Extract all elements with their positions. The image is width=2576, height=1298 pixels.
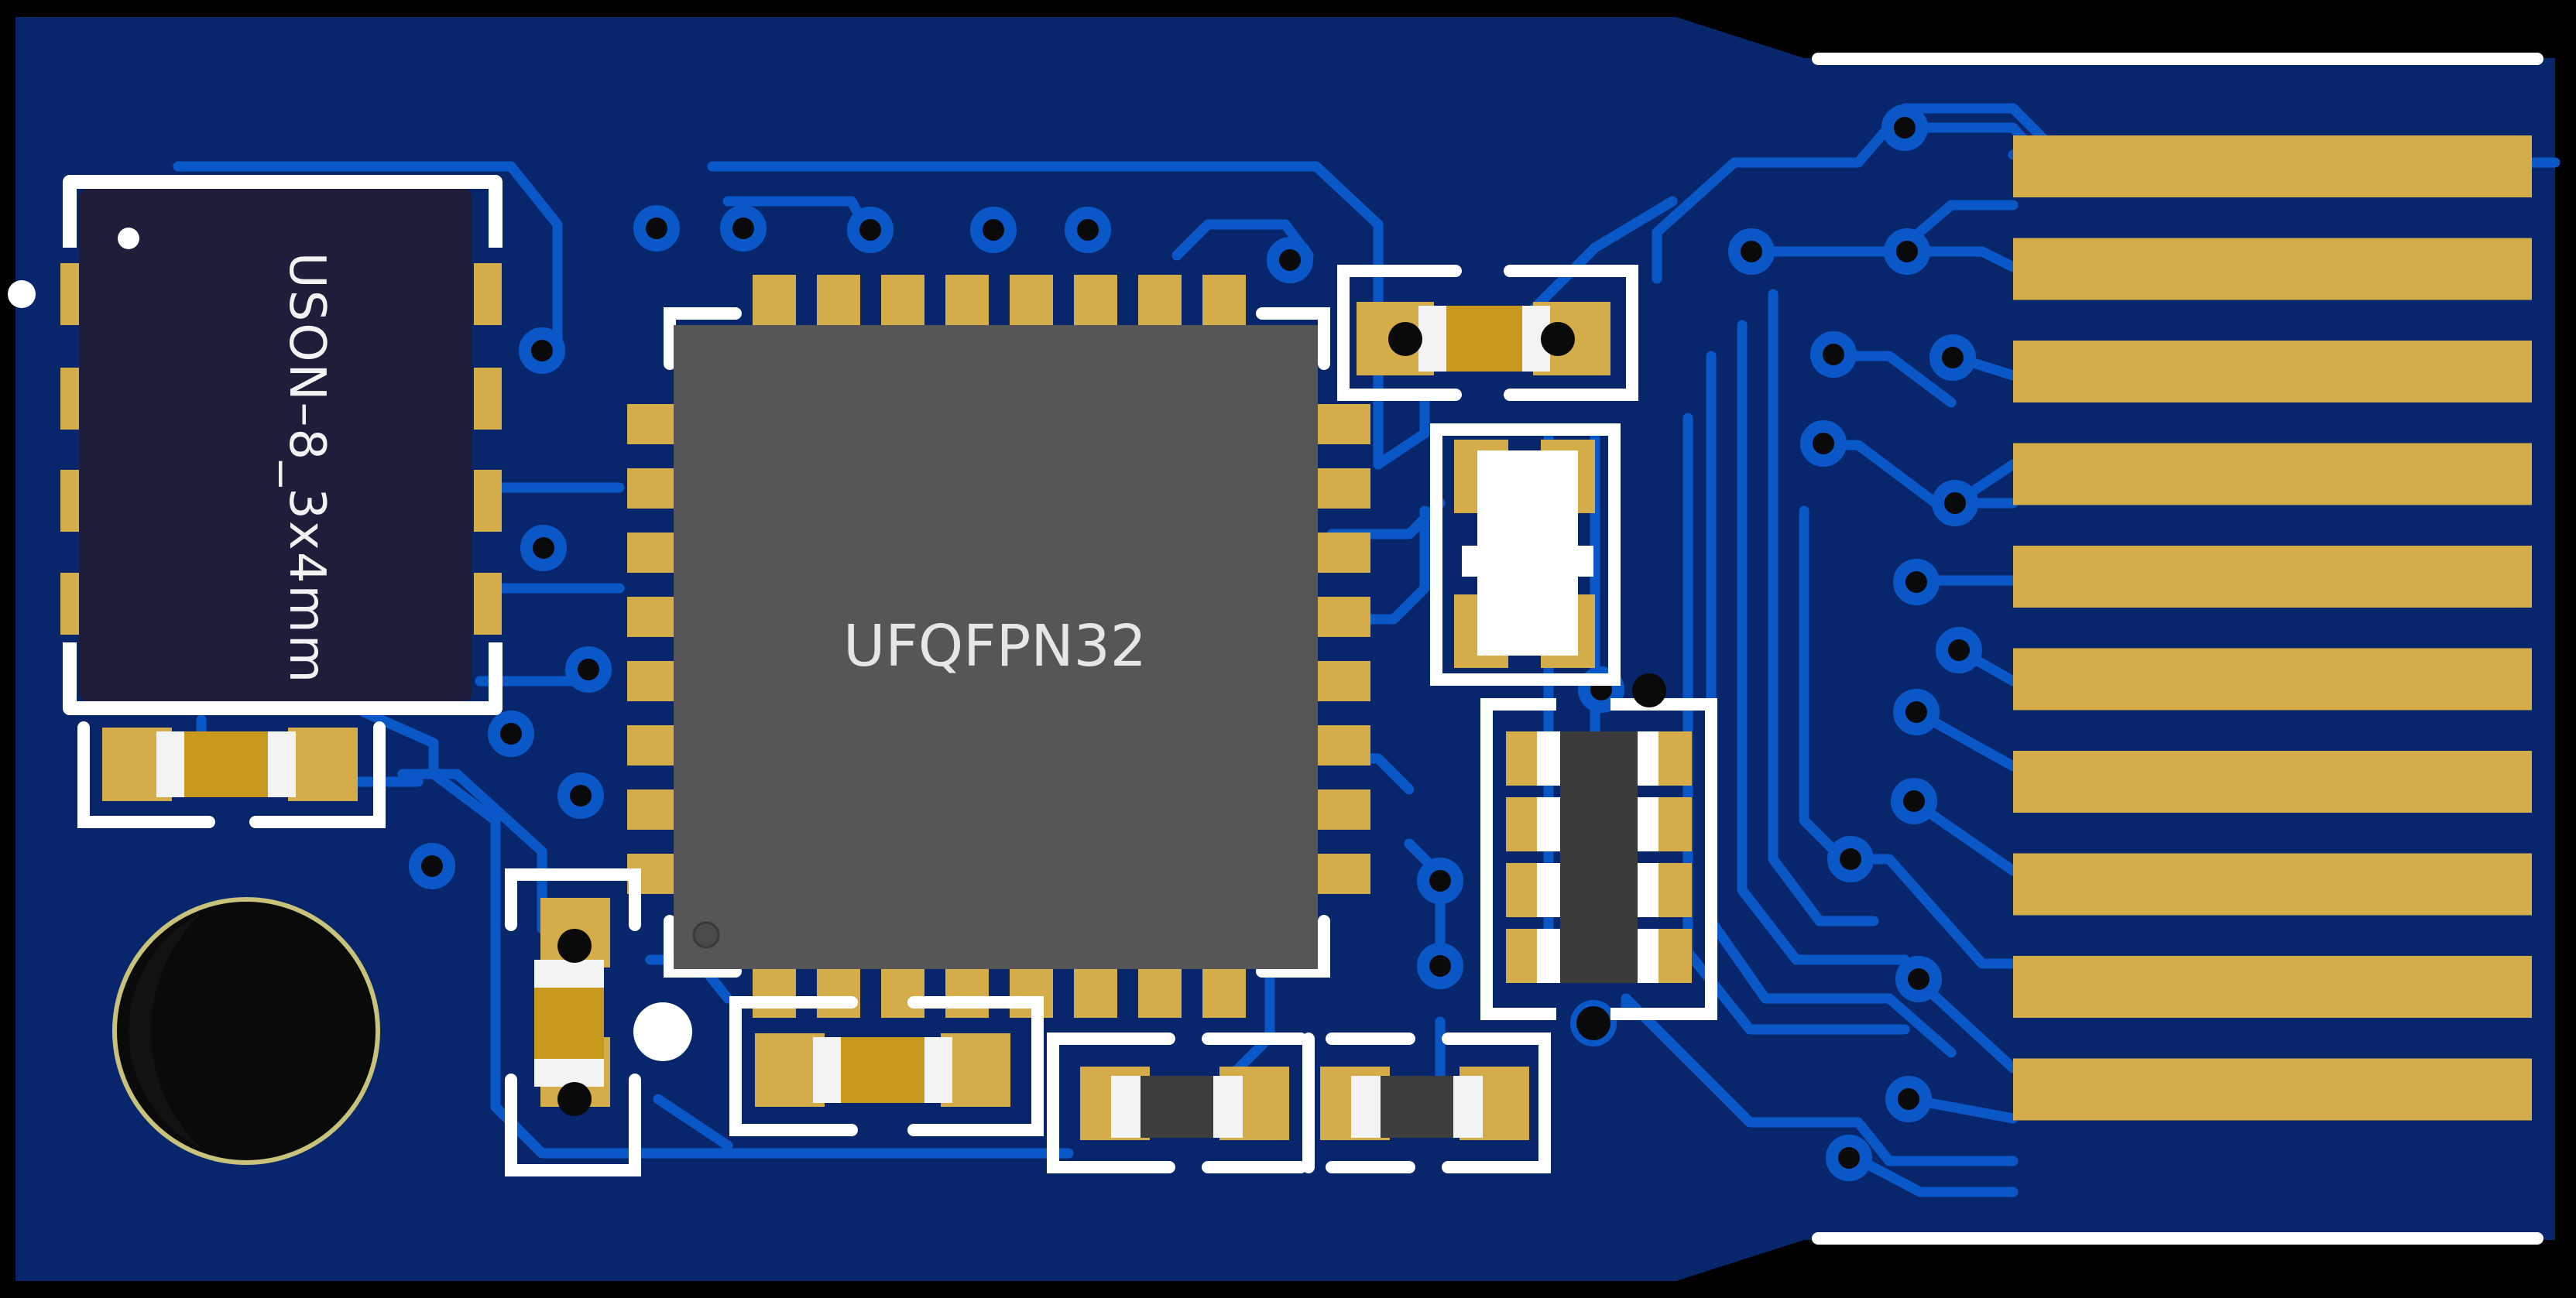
pin1-marker — [118, 228, 139, 249]
edge-contact-10 — [2013, 1058, 2532, 1121]
edge-contact-1 — [2013, 135, 2532, 197]
mounting-hole — [112, 897, 380, 1165]
qfn-silkscreen — [664, 307, 1330, 978]
passive-d1 — [1430, 423, 1621, 686]
vias — [409, 104, 1982, 1181]
passive-c1 — [77, 721, 386, 828]
edge-contact-6 — [2013, 648, 2532, 711]
edge-contact-8 — [2013, 853, 2532, 916]
ic-uson-label: USON–8_3x4mm — [278, 252, 335, 684]
passive-r2 — [1302, 1033, 1551, 1173]
uson-silkscreen — [63, 175, 503, 715]
edge-contact-9 — [2013, 956, 2532, 1018]
edge-contact-5 — [2013, 546, 2532, 608]
edge-contact-7 — [2013, 751, 2532, 813]
via-highlights — [8, 280, 692, 1061]
edge-contact-2 — [2013, 238, 2532, 300]
passive-c4 — [1337, 265, 1638, 401]
edge-connector — [2013, 135, 2532, 1121]
edge-contact-4 — [2013, 443, 2532, 505]
silk-bar-top — [1812, 53, 2543, 65]
resistor-array — [1480, 673, 1717, 1040]
silk-bar-bottom — [1812, 1232, 2543, 1245]
passive-r1 — [1047, 1033, 1307, 1173]
passive-c2 — [505, 868, 641, 1176]
ic-uson-body — [79, 189, 472, 701]
passive-c3 — [729, 996, 1044, 1136]
ic-qfn-label: UFQFPN32 — [843, 613, 1147, 680]
edge-contact-3 — [2013, 341, 2532, 402]
ic-qfn-body — [674, 325, 1318, 969]
